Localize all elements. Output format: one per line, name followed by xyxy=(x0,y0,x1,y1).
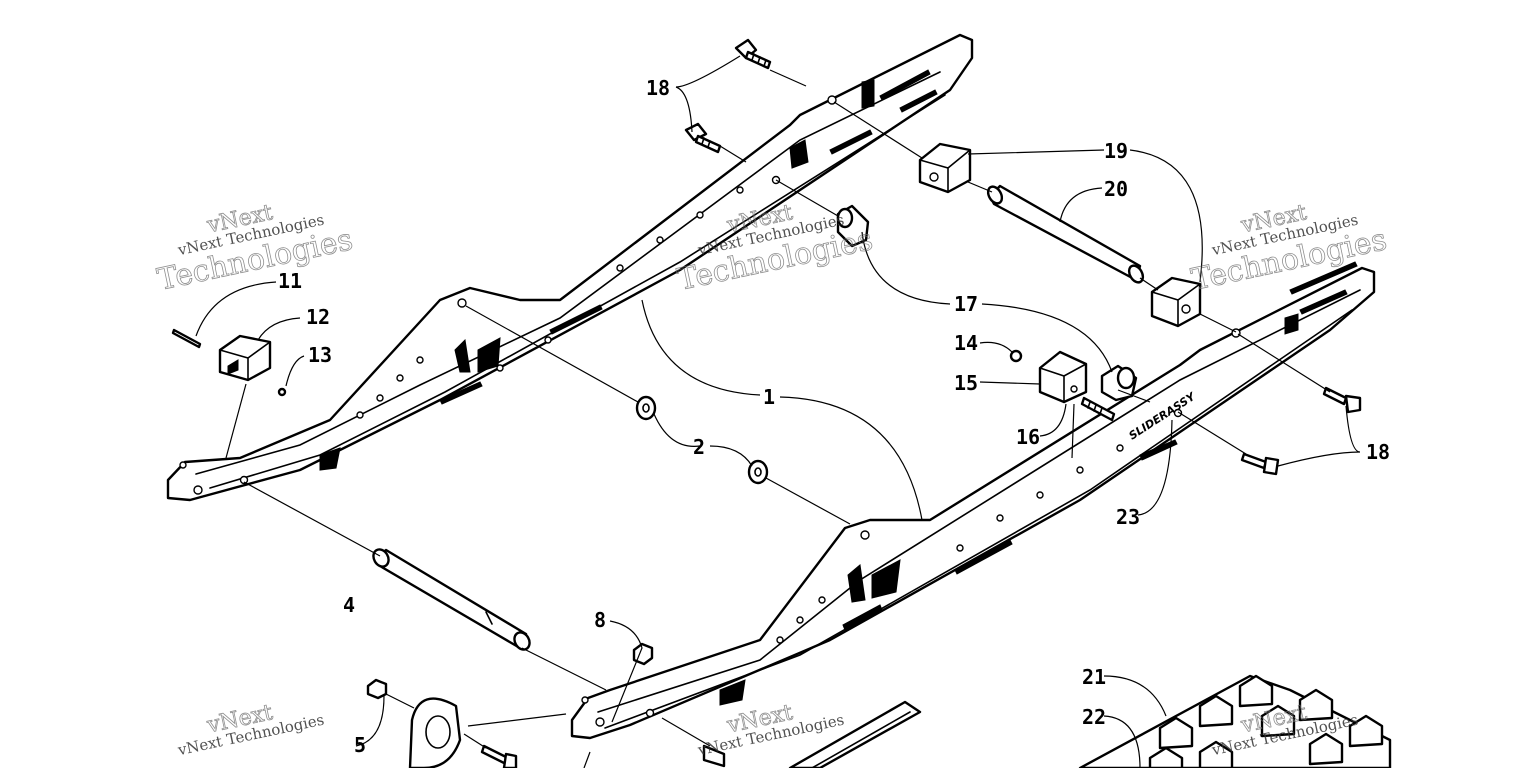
block-12 xyxy=(218,334,272,382)
callout-16: 16 xyxy=(1016,425,1040,449)
callout-20: 20 xyxy=(1104,177,1128,201)
callout-15: 15 xyxy=(954,371,978,395)
callout-19: 19 xyxy=(1104,139,1128,163)
callout-23: 23 xyxy=(1116,505,1140,529)
block-19-right xyxy=(1150,276,1202,328)
callout-13: 13 xyxy=(308,343,332,367)
callout-5: 5 xyxy=(354,733,366,757)
bolt-18-right-b xyxy=(1240,452,1280,476)
callout-4: 4 xyxy=(343,593,355,617)
screw-16 xyxy=(1080,396,1116,422)
pin-11 xyxy=(171,328,202,349)
wheel-5 xyxy=(408,697,462,768)
bushing-17-right xyxy=(1100,364,1138,402)
bolt-18-upper xyxy=(734,38,772,70)
track-21-22 xyxy=(1078,674,1392,768)
left-slide-rail xyxy=(166,33,974,502)
callout-1: 1 xyxy=(763,385,775,409)
callout-12: 12 xyxy=(306,305,330,329)
bolt-lower-mid xyxy=(702,744,726,768)
callout-18-right: 18 xyxy=(1366,440,1390,464)
bushing-17-left xyxy=(836,204,870,248)
leader-lines xyxy=(195,55,1361,768)
callout-18-upper: 18 xyxy=(646,76,670,100)
washer-2-lower xyxy=(747,459,769,485)
shaft-20 xyxy=(986,184,1145,284)
clip-13 xyxy=(277,387,287,397)
axle-4 xyxy=(372,548,531,651)
nut-8 xyxy=(632,642,654,666)
callout-labels: 1 2 4 5 8 11 12 13 14 15 16 17 18 18 19 … xyxy=(278,76,1390,757)
right-slide-rail: SLIDERASSY xyxy=(570,261,1376,740)
washer-2-upper xyxy=(635,395,657,421)
block-19-left xyxy=(918,142,972,194)
nut-5 xyxy=(366,678,388,700)
bolt-18-mid xyxy=(684,122,722,154)
callout-2: 2 xyxy=(693,435,705,459)
bolt-lower-left xyxy=(480,744,518,768)
callout-21: 21 xyxy=(1082,665,1106,689)
callout-22: 22 xyxy=(1082,705,1106,729)
callout-11: 11 xyxy=(278,269,302,293)
callout-8: 8 xyxy=(594,608,606,632)
pad-15 xyxy=(1038,350,1088,404)
callout-14: 14 xyxy=(954,331,978,355)
nut-14 xyxy=(1009,349,1023,363)
wear-strip xyxy=(788,700,922,768)
callout-17: 17 xyxy=(954,292,978,316)
watermark-1: vNext vNext Technologies Technologies xyxy=(154,200,356,298)
watermark-4: vNext vNext Technologies xyxy=(175,700,325,760)
